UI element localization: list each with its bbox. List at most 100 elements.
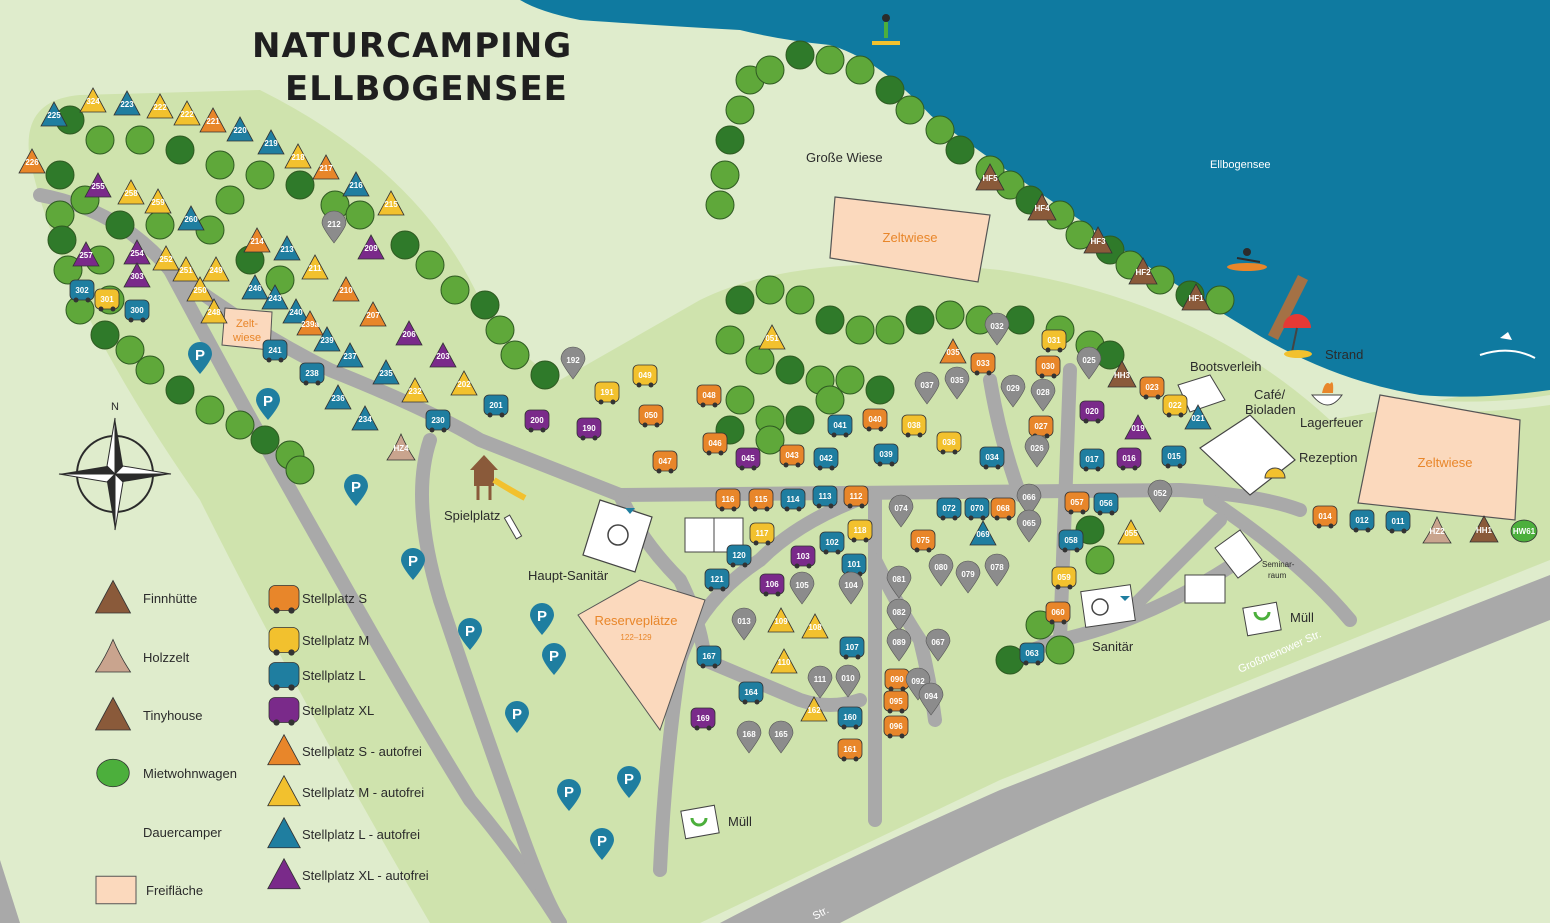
site-marker-203[interactable]: 203 <box>429 342 457 368</box>
parking-icon[interactable]: P <box>617 766 641 798</box>
site-marker-074[interactable]: 074 <box>888 494 914 528</box>
site-marker-hh3[interactable]: HH3 <box>1107 360 1137 388</box>
site-marker-167[interactable]: 167 <box>696 645 722 669</box>
site-marker-258[interactable]: 258 <box>117 179 145 205</box>
site-marker-016[interactable]: 016 <box>1116 447 1142 471</box>
site-marker-106[interactable]: 106 <box>759 573 785 597</box>
site-marker-301[interactable]: 301 <box>94 288 120 312</box>
sanitaer-label[interactable]: Sanitär <box>1092 639 1134 654</box>
site-marker-236[interactable]: 236 <box>324 384 352 410</box>
site-marker-303[interactable]: 303 <box>123 262 151 288</box>
site-marker-036[interactable]: 036 <box>936 431 962 455</box>
seminar-building[interactable] <box>1184 529 1263 604</box>
site-marker-067[interactable]: 067 <box>925 628 951 662</box>
site-marker-207[interactable]: 207 <box>359 301 387 327</box>
site-marker-255[interactable]: 255 <box>84 172 112 198</box>
site-marker-030[interactable]: 030 <box>1035 355 1061 379</box>
site-marker-055[interactable]: 055 <box>1117 519 1145 545</box>
muell-label-1[interactable]: Müll <box>1290 610 1314 625</box>
site-marker-051[interactable]: 051 <box>758 324 786 350</box>
site-marker-094[interactable]: 094 <box>918 682 944 716</box>
site-marker-225[interactable]: 225 <box>40 101 68 127</box>
site-marker-260[interactable]: 260 <box>177 205 205 231</box>
parking-icon[interactable]: P <box>188 342 212 374</box>
haupt-sanitaer-building[interactable] <box>582 499 653 573</box>
site-marker-033[interactable]: 033 <box>970 352 996 376</box>
site-marker-028[interactable]: 028 <box>1030 378 1056 412</box>
site-marker-302[interactable]: 302 <box>69 279 95 303</box>
strand-label[interactable]: Strand <box>1325 347 1363 362</box>
site-marker-114[interactable]: 114 <box>780 488 806 512</box>
site-marker-010[interactable]: 010 <box>835 664 861 698</box>
site-marker-037[interactable]: 037 <box>914 371 940 405</box>
site-marker-201[interactable]: 201 <box>483 394 509 418</box>
site-marker-038[interactable]: 038 <box>901 414 927 438</box>
parking-icon[interactable]: P <box>256 388 280 420</box>
site-marker-058[interactable]: 058 <box>1058 529 1084 553</box>
reserve-area[interactable]: Reserveplätze 122–129 <box>577 579 706 732</box>
site-marker-hw61[interactable]: HW61 <box>1510 519 1538 543</box>
site-marker-hf4[interactable]: HF4 <box>1027 193 1057 221</box>
zeltwiese-right[interactable]: Zeltwiese <box>1357 394 1521 521</box>
site-marker-209[interactable]: 209 <box>357 234 385 260</box>
site-marker-111[interactable]: 111 <box>807 665 833 699</box>
site-marker-222[interactable]: 222 <box>173 100 201 126</box>
site-marker-239[interactable]: 239 <box>313 326 341 352</box>
site-marker-014[interactable]: 014 <box>1312 505 1338 529</box>
site-marker-226[interactable]: 226 <box>18 148 46 174</box>
site-marker-082[interactable]: 082 <box>886 598 912 632</box>
site-marker-110[interactable]: 110 <box>770 648 798 674</box>
site-marker-215[interactable]: 215 <box>377 190 405 216</box>
zeltwiese-top[interactable]: Zeltwiese <box>829 196 991 283</box>
site-marker-072[interactable]: 072 <box>936 497 962 521</box>
parking-icon[interactable]: P <box>458 618 482 650</box>
site-marker-164[interactable]: 164 <box>738 681 764 705</box>
site-marker-hf2[interactable]: HF2 <box>1128 257 1158 285</box>
site-marker-118[interactable]: 118 <box>847 519 873 543</box>
site-marker-089[interactable]: 089 <box>886 628 912 662</box>
site-marker-hf1[interactable]: HF1 <box>1181 283 1211 311</box>
site-marker-103[interactable]: 103 <box>790 545 816 569</box>
site-marker-059[interactable]: 059 <box>1051 566 1077 590</box>
site-marker-117[interactable]: 117 <box>749 522 775 546</box>
site-marker-252[interactable]: 252 <box>152 245 180 271</box>
site-marker-251[interactable]: 251 <box>172 256 200 282</box>
site-marker-015[interactable]: 015 <box>1161 445 1187 469</box>
site-marker-191[interactable]: 191 <box>594 381 620 405</box>
site-marker-104[interactable]: 104 <box>838 571 864 605</box>
site-marker-hz2[interactable]: HZ2 <box>1422 515 1452 544</box>
site-marker-221[interactable]: 221 <box>199 107 227 133</box>
site-marker-300[interactable]: 300 <box>124 299 150 323</box>
site-marker-025[interactable]: 025 <box>1076 346 1102 380</box>
site-marker-035[interactable]: 035 <box>944 366 970 400</box>
site-marker-034[interactable]: 034 <box>979 446 1005 470</box>
site-marker-206[interactable]: 206 <box>395 320 423 346</box>
site-marker-243[interactable]: 243 <box>261 284 289 310</box>
site-marker-039[interactable]: 039 <box>873 443 899 467</box>
site-marker-246[interactable]: 246 <box>241 274 269 300</box>
site-marker-249[interactable]: 249 <box>202 256 230 282</box>
site-marker-080[interactable]: 080 <box>928 553 954 587</box>
site-marker-hz4[interactable]: HZ4 <box>386 432 416 461</box>
site-marker-057[interactable]: 057 <box>1064 491 1090 515</box>
site-marker-115[interactable]: 115 <box>748 488 774 512</box>
site-marker-hh1[interactable]: HH1 <box>1469 515 1499 543</box>
site-marker-011[interactable]: 011 <box>1385 510 1411 534</box>
site-marker-065[interactable]: 065 <box>1016 509 1042 543</box>
site-marker-105[interactable]: 105 <box>789 571 815 605</box>
site-marker-200[interactable]: 200 <box>524 409 550 433</box>
spielplatz-label[interactable]: Spielplatz <box>444 508 500 523</box>
site-marker-161[interactable]: 161 <box>837 738 863 762</box>
site-marker-045[interactable]: 045 <box>735 447 761 471</box>
parking-icon[interactable]: P <box>505 701 529 733</box>
site-marker-218[interactable]: 218 <box>284 143 312 169</box>
site-marker-048[interactable]: 048 <box>696 384 722 408</box>
site-marker-041[interactable]: 041 <box>827 414 853 438</box>
site-marker-047[interactable]: 047 <box>652 450 678 474</box>
site-marker-032[interactable]: 032 <box>984 312 1010 346</box>
site-marker-235[interactable]: 235 <box>372 359 400 385</box>
site-marker-162[interactable]: 162 <box>800 696 828 722</box>
site-marker-052[interactable]: 052 <box>1147 479 1173 513</box>
site-marker-116[interactable]: 116 <box>715 488 741 512</box>
site-marker-211[interactable]: 211 <box>301 254 329 280</box>
